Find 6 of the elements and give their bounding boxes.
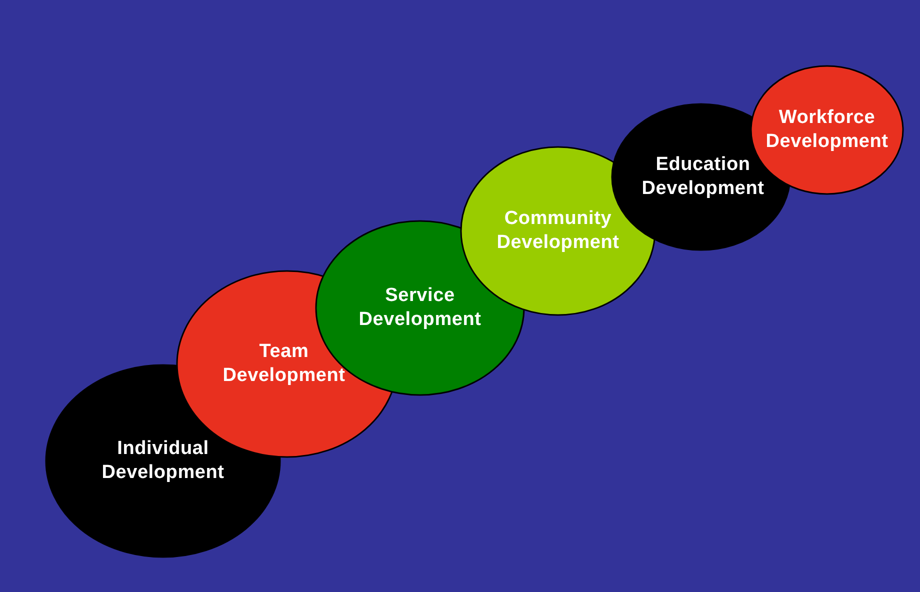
stage-label: Community Development [496,207,620,255]
stage-label: Team Development [222,340,346,388]
stage-label: Individual Development [100,437,226,485]
stage-label: Service Development [358,284,482,332]
stage-label: Workforce Development [764,106,890,154]
stage-label: Education Development [640,153,766,201]
